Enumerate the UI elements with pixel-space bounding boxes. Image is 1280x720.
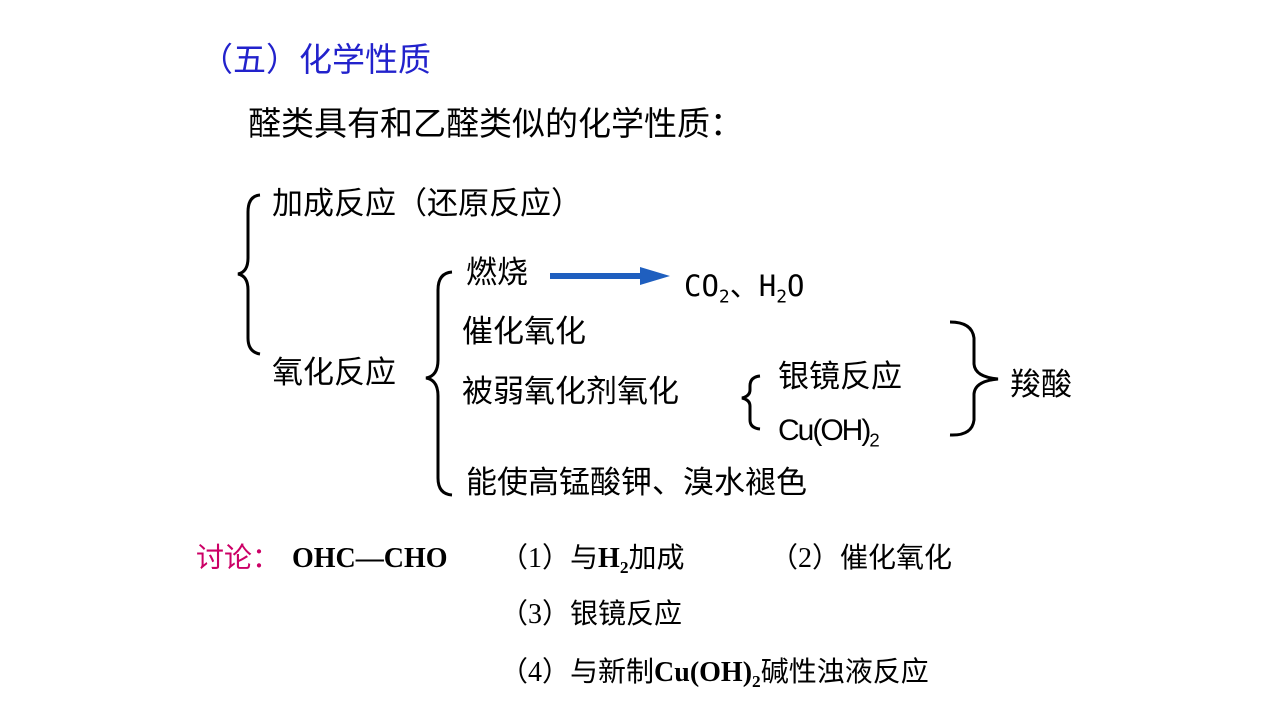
combustion-arrow <box>550 267 670 285</box>
carboxylic-acid: 羧酸 <box>1010 367 1072 403</box>
discussion-item-3: （3）银镜反应 <box>500 597 683 630</box>
section-title: （五）化学性质 <box>200 40 431 79</box>
combustion: 燃烧 <box>466 255 528 291</box>
oxidation-brace <box>425 270 453 497</box>
discussion-compound: OHC—CHO <box>292 543 448 574</box>
discussion-item-1: （1）与H2加成 <box>500 541 685 578</box>
copper-hydroxide: Cu(OH)2 <box>778 414 880 451</box>
discussion-label: 讨论： <box>196 541 281 574</box>
decolorize-kmno4-bromine: 能使高锰酸钾、溴水褪色 <box>466 465 807 501</box>
discussion-item-4: （4）与新制Cu(OH)2碱性浊液反应 <box>500 655 929 692</box>
weak-oxidation-brace <box>741 374 761 431</box>
intro-text: 醛类具有和乙醛类似的化学性质： <box>248 104 743 143</box>
main-left-brace <box>237 193 261 356</box>
oxidation-reaction: 氧化反应 <box>272 355 396 391</box>
catalytic-oxidation: 催化氧化 <box>462 314 586 350</box>
silver-mirror-reaction: 银镜反应 <box>778 359 902 395</box>
addition-reaction: 加成反应（还原反应） <box>272 186 582 222</box>
discussion-item-2: （2）催化氧化 <box>770 541 953 574</box>
carboxylic-right-bracket <box>949 320 999 437</box>
combustion-products: CO2、H2O <box>684 269 805 308</box>
weak-oxidant-oxidation: 被弱氧化剂氧化 <box>462 374 679 410</box>
